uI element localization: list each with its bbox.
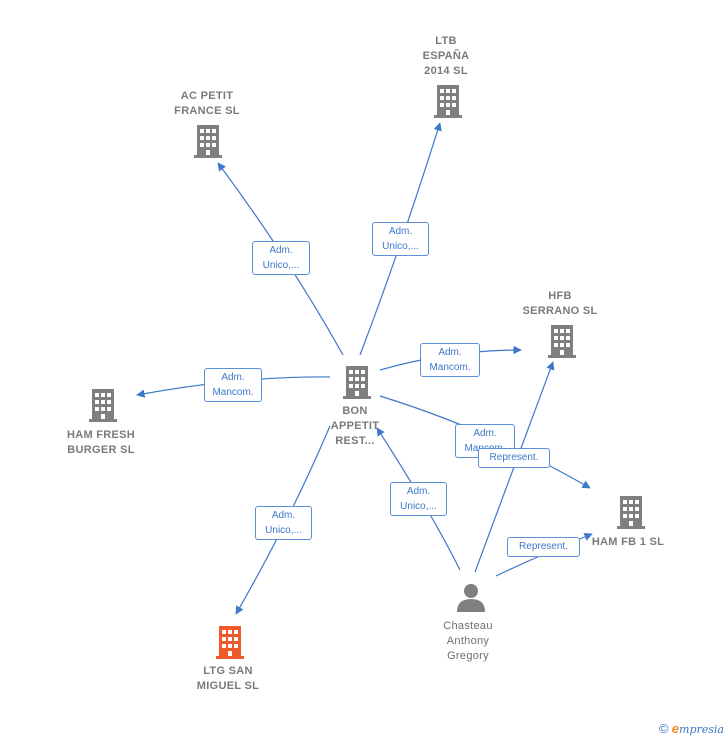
node-label-line: LTG SAN [203,665,253,677]
node-label-line: Gregory [447,650,489,662]
edge-label-line: Adm. [406,486,431,497]
node-label-hfb[interactable]: HFB SERRANO SL [500,289,620,319]
edge-label-chasteau-to-bon[interactable]: Adm. Unico,... [390,482,447,516]
node-label-line: Anthony [446,635,490,647]
node-label-line: FRANCE SL [174,105,240,117]
node-label-line: 2014 SL [424,65,468,77]
nodes-layer [89,85,645,659]
node-label-line: HAM FB 1 SL [591,536,665,548]
node-label-line: LTB [435,35,457,47]
edge-label-chasteau-to-hfb[interactable]: Represent. [478,448,550,468]
edge-label-bon-to-ltgsan[interactable]: Adm. Unico,... [255,506,312,540]
building-icon[interactable] [617,496,645,529]
edge-label-line: Adm. [269,245,293,256]
building-icon[interactable] [216,626,244,659]
edge-label-line: Adm. [388,226,413,237]
edge-label-line: Represent. [519,541,568,552]
brand-logo-text: mpresia [679,723,724,736]
edge-label-line: Unico,... [382,241,419,252]
edge-label-bon-to-ltb[interactable]: Adm. Unico,... [372,222,429,256]
edge-label-line: Mancom. [212,387,254,398]
node-label-line: REST... [335,435,375,447]
node-label-line: HAM FRESH [66,429,136,441]
building-icon[interactable] [89,389,117,422]
node-label-line: BURGER SL [67,444,135,456]
edge-label-line: Unico,... [400,501,437,512]
brand-logo-initial: e [671,721,680,736]
node-label-line: SERRANO SL [522,305,598,317]
node-label-line: Chasteau [443,620,493,632]
node-label-ltgsan[interactable]: LTG SAN MIGUEL SL [168,664,288,694]
node-label-hamfb1[interactable]: HAM FB 1 SL [568,535,688,550]
edge-label-bon-to-hamfresh[interactable]: Adm. Mancom. [204,368,262,402]
edge-label-bon-to-hfb[interactable]: Adm. Mancom. [420,343,480,377]
building-icon[interactable] [194,125,222,158]
node-label-ltb[interactable]: LTB ESPAÑA 2014 SL [386,34,506,79]
node-label-line: APPETIT [330,420,380,432]
edge-label-line: Adm. [473,428,497,439]
node-label-hamfresh[interactable]: HAM FRESH BURGER SL [41,428,161,458]
edge-label-line: Adm. [271,510,296,521]
edge-label-line: Represent. [489,452,539,463]
node-label-acpetit[interactable]: AC PETIT FRANCE SL [147,89,267,119]
footer: © empresia [659,721,724,736]
edge-label-bon-to-acpetit[interactable]: Adm. Unico,... [252,241,310,275]
node-label-line: BON [342,405,368,417]
building-icon[interactable] [434,85,462,118]
node-label-line: HFB [548,290,572,302]
edge-label-line: Adm. [438,347,462,358]
edge-label-chasteau-to-hamfb1[interactable]: Represent. [507,537,580,557]
edge-label-line: Unico,... [265,525,302,536]
edge-label-line: Unico,... [262,260,300,271]
node-label-line: MIGUEL SL [196,680,260,692]
building-icon[interactable] [548,325,576,358]
building-icon[interactable] [343,366,371,399]
node-label-line: ESPAÑA [422,50,470,62]
edge-label-line: Mancom. [429,362,471,373]
edge-label-line: Adm. [221,372,245,383]
person-icon[interactable] [457,584,485,612]
node-label-line: AC PETIT [180,90,234,102]
copyright-symbol: © [658,721,669,736]
node-label-bon[interactable]: BON APPETIT REST... [295,404,415,449]
